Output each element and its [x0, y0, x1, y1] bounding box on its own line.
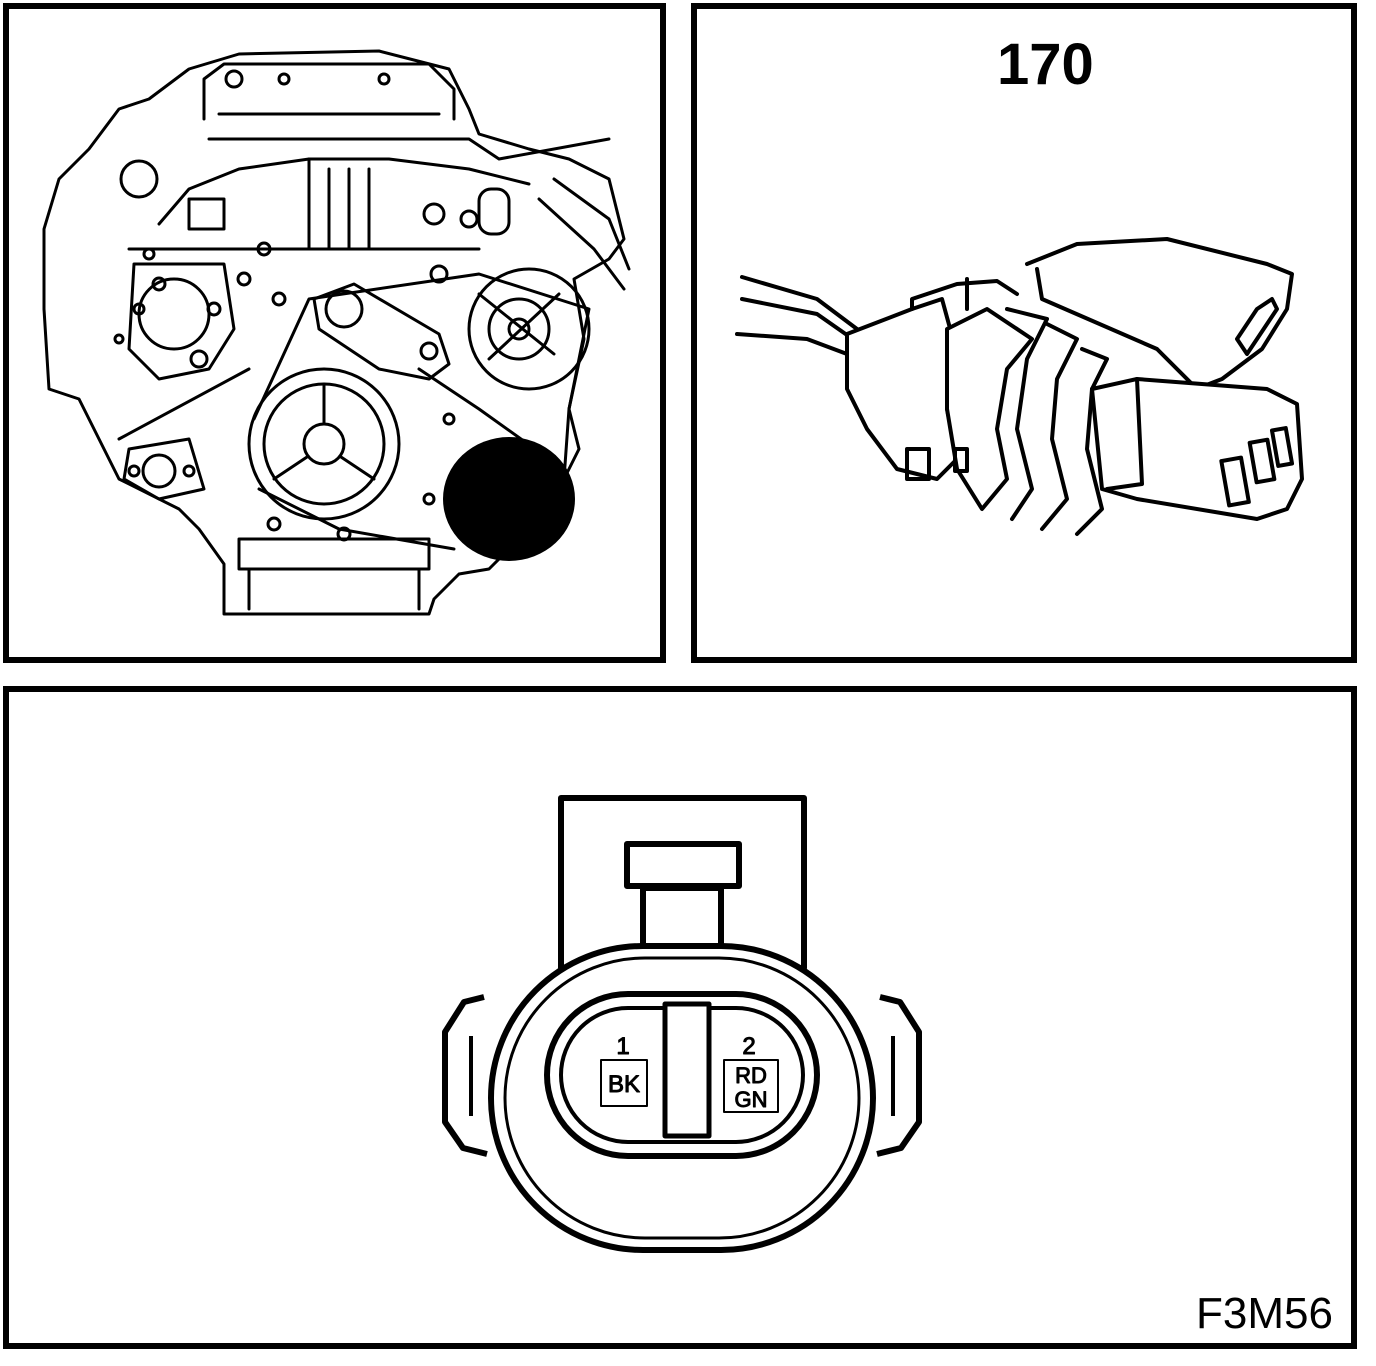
figure-code: F3M56: [1196, 1289, 1333, 1338]
connector-cavity: [544, 991, 820, 1159]
connector-number: 170: [997, 32, 1094, 97]
left-side-clip: [442, 994, 488, 1157]
pin-2-color-2: GN: [735, 1087, 768, 1112]
location-marker-icon: [443, 437, 575, 561]
latch-tongue: [640, 885, 724, 951]
connector-face-panel: 1 BK 2 RD GN F3M56: [3, 686, 1357, 1349]
pin-1-color: BK: [608, 1071, 640, 1098]
latch-window: [624, 841, 742, 889]
pin-1-box: [600, 1059, 648, 1107]
engine-drawing: [42, 49, 631, 616]
connector-drawing: [735, 237, 1304, 536]
pin-2-color-1: RD: [735, 1063, 767, 1088]
pin-2-box: [723, 1059, 779, 1113]
connector-face-drawing: 1 BK 2 RD GN: [442, 795, 922, 1253]
connector-view-panel: 170: [691, 3, 1357, 663]
pin-2-number: 2: [742, 1033, 755, 1060]
pin-1-number: 1: [616, 1033, 629, 1060]
engine-view-panel: [3, 3, 666, 663]
right-side-clip: [876, 994, 922, 1157]
center-key: [662, 1001, 712, 1139]
